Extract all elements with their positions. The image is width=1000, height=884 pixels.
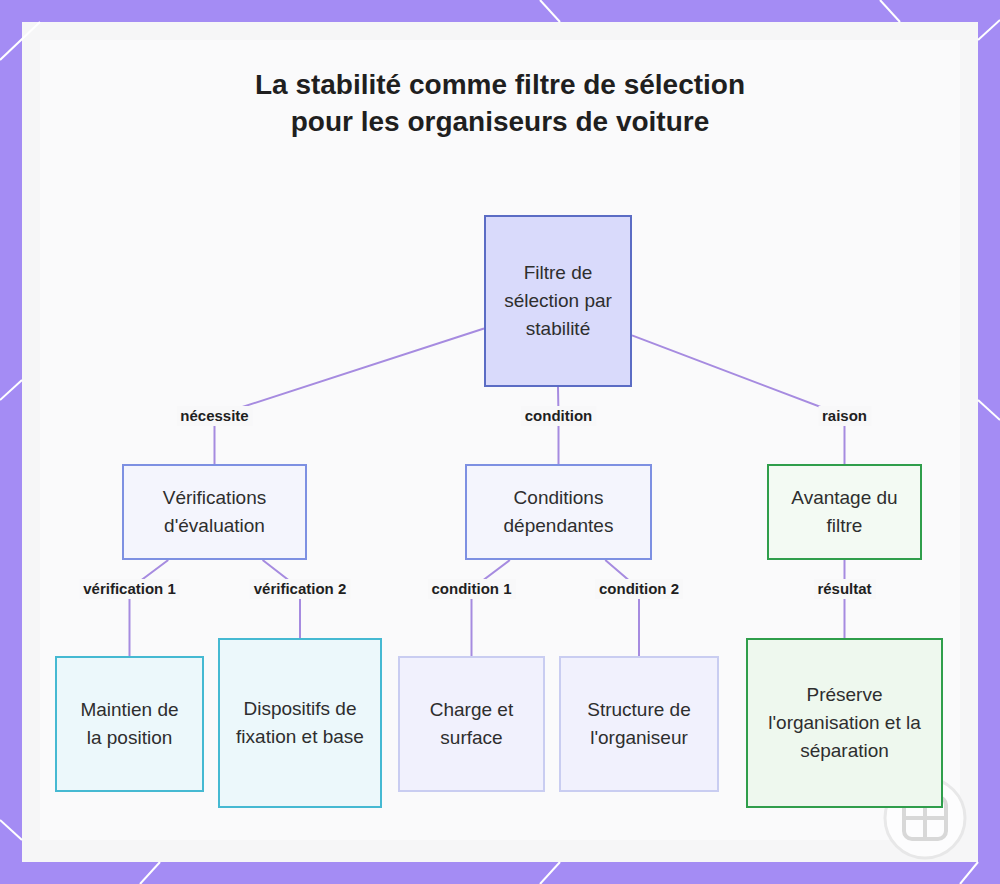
condition-box: Structure de l'organiseur bbox=[559, 656, 719, 792]
edge-label: condition 2 bbox=[595, 579, 683, 599]
edge-label: raison bbox=[818, 406, 871, 426]
node-label: Vérifications d'évaluation bbox=[124, 484, 305, 540]
card-ground bbox=[22, 22, 978, 862]
condition-box: Charge et surface bbox=[398, 656, 545, 792]
connector-line bbox=[632, 335, 845, 464]
edge-label: condition 1 bbox=[428, 579, 516, 599]
result-box: Préserve l'organisation et la séparation bbox=[746, 638, 943, 808]
diagram-title: La stabilité comme filtre de sélection p… bbox=[220, 66, 780, 140]
node-label: Avantage du filtre bbox=[769, 484, 920, 540]
card-inner bbox=[40, 40, 960, 840]
check-box: Dispositifs de fixation et base bbox=[218, 638, 382, 808]
connector-line bbox=[130, 560, 169, 656]
check-box: Maintien de la position bbox=[55, 656, 204, 792]
node-label: Préserve l'organisation et la séparation bbox=[748, 681, 941, 765]
connector-line bbox=[605, 560, 639, 656]
edge-label: nécessite bbox=[176, 406, 252, 426]
category-box: Vérifications d'évaluation bbox=[122, 464, 307, 560]
node-label: Filtre de sélection par stabilité bbox=[486, 259, 630, 343]
edge-label: vérification 2 bbox=[250, 579, 351, 599]
node-label: Maintien de la position bbox=[57, 696, 202, 752]
connector-line bbox=[844, 560, 846, 638]
category-box: Conditions dépendantes bbox=[465, 464, 652, 560]
node-label: Structure de l'organiseur bbox=[561, 696, 717, 752]
benefit-box: Avantage du filtre bbox=[767, 464, 922, 560]
node-label: Conditions dépendantes bbox=[467, 484, 650, 540]
connector-line bbox=[472, 560, 510, 656]
root-box: Filtre de sélection par stabilité bbox=[484, 215, 632, 387]
edge-label: condition bbox=[521, 406, 597, 426]
connector-line bbox=[263, 560, 300, 638]
node-label: Charge et surface bbox=[400, 696, 543, 752]
connector-line bbox=[215, 329, 485, 464]
edge-label: vérification 1 bbox=[79, 579, 180, 599]
node-label: Dispositifs de fixation et base bbox=[220, 695, 380, 751]
edge-label: résultat bbox=[813, 579, 875, 599]
